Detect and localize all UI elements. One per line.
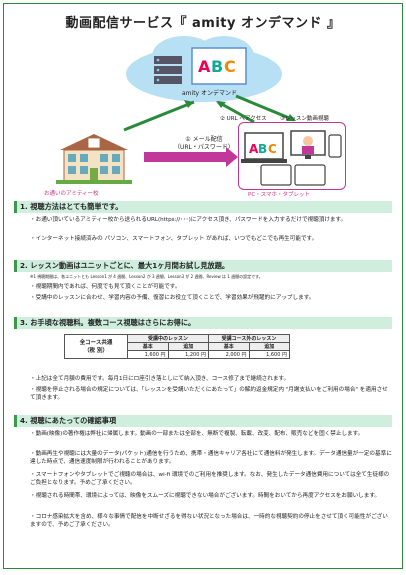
section2-line1: ・視聴期間内であれば、何度でも見て頂くことが可能です。 <box>30 284 181 290</box>
section4-line3: ・スマートフォンやタブレットでご視聴の場合は、wi-fi 環境でのご利用を推奨し… <box>30 472 390 486</box>
price-cell: 2,000 円 <box>208 350 250 359</box>
monitor-icon: A B C <box>191 47 247 85</box>
group-header-other: 受講コース外のレッスン <box>208 334 290 343</box>
col-header: 基本 <box>127 342 169 351</box>
col-header: 基本 <box>208 342 250 351</box>
cloud-label: amity オンデマンド <box>182 90 237 97</box>
school-label: お通いのアミティー校 <box>44 191 99 197</box>
col-header: 追加 <box>248 342 290 351</box>
section4-line4: ・視聴される時間帯、環境によっては、映像をスムーズに視聴できない場合がございます… <box>30 493 381 499</box>
step3-label: ③レッスン動画視聴 <box>280 116 329 122</box>
section1-line2: ・インターネット接続済みの パソコン、スマートフォン、タブレット があれば、いつ… <box>30 236 318 242</box>
section2-line2: ・受講中のレッスンに合わせ、学習内容の予備、復習にお役立て頂くことで、学習効果が… <box>30 295 315 301</box>
laptop-icon: A B C <box>241 132 287 163</box>
section1-heading: 1. 視聴方法はとても簡単です。 <box>14 201 392 213</box>
cloud-illustration: A B C <box>126 36 282 102</box>
svg-text:A: A <box>249 142 259 156</box>
svg-text:B: B <box>211 57 223 76</box>
devices-illustration: A B C <box>238 122 346 190</box>
step2-label: ② URL へアクセス <box>220 116 267 122</box>
section4-line2: ・動画再生や視聴には大量のデータ(パケット)通信を行うため、携帯・通信キャリア各… <box>30 451 392 465</box>
svg-text:C: C <box>224 57 236 76</box>
flow-arrows <box>123 94 296 167</box>
server-icon <box>154 56 182 84</box>
svg-text:A: A <box>198 57 211 76</box>
section3-line1: ・上記は全て月額の費用です。毎月1日にロ座引き落としにて納入頂き、コース修了まで… <box>30 376 290 382</box>
mail-label: ① メール配信 （URL・パスワード） <box>174 136 234 152</box>
school-building-icon <box>56 134 132 184</box>
section4-line1: ・動画(映像)の著作権は弊社に帰属します。動画の一部または全部を、無断で複製、転… <box>30 431 364 437</box>
mail-label-line1: ① メール配信 <box>185 136 223 143</box>
section3-line2: ・視聴を停止される場合の規定については、「レッスンを受講いただくにあたって」の解… <box>30 387 388 401</box>
price-table-rowhead: 全コース共通 （税 別） <box>64 334 128 359</box>
rowhead-line1: 全コース共通 <box>79 339 113 346</box>
device-label: PC・スマホ・タブレット <box>248 192 310 198</box>
tablet-icon <box>260 164 326 186</box>
section1-line1: ・お通い頂いているアミティー校から送られるURL(https://･･･)にアク… <box>30 217 347 223</box>
price-cell: 1,600 円 <box>248 350 290 359</box>
group-header-current: 受講中のレッスン <box>127 334 209 343</box>
flyer-page: 動画配信サービス『 amity オンデマンド 』 A B C amity オンデ… <box>3 3 403 569</box>
section2-note: ※1 視聴期間は、各ユニットとも Lesson1 が 4 週間、Lesson2 … <box>30 274 263 279</box>
svg-text:C: C <box>268 142 277 156</box>
price-table: 全コース共通 （税 別） 受講中のレッスン 受講コース外のレッスン 基本 追加 … <box>64 334 290 359</box>
col-header: 追加 <box>167 342 209 351</box>
svg-text:B: B <box>258 142 267 156</box>
mail-label-line2: （URL・パスワード） <box>174 144 234 151</box>
section4-line5: ・コロナ感染拡大を含め、様々な事情で配信を中断せざるを得ない状況となった場合は、… <box>30 514 388 528</box>
price-cell: 1,200 円 <box>167 350 209 359</box>
smartphone-icon <box>328 134 342 158</box>
section4-heading: 4. 視聴にあたっての確認事項 <box>14 415 392 427</box>
page-title: 動画配信サービス『 amity オンデマンド 』 <box>65 16 341 31</box>
price-cell: 1,600 円 <box>127 350 169 359</box>
rowhead-line2: （税 別） <box>84 347 108 354</box>
section3-heading: 3. お手頃な視聴料。複数コース視聴はさらにお得に。 <box>14 317 392 329</box>
section2-heading: 2. レッスン動画はユニットごとに、最大1ヶ月間お試し見放題。 <box>14 260 392 272</box>
desktop-monitor-icon <box>290 130 326 159</box>
